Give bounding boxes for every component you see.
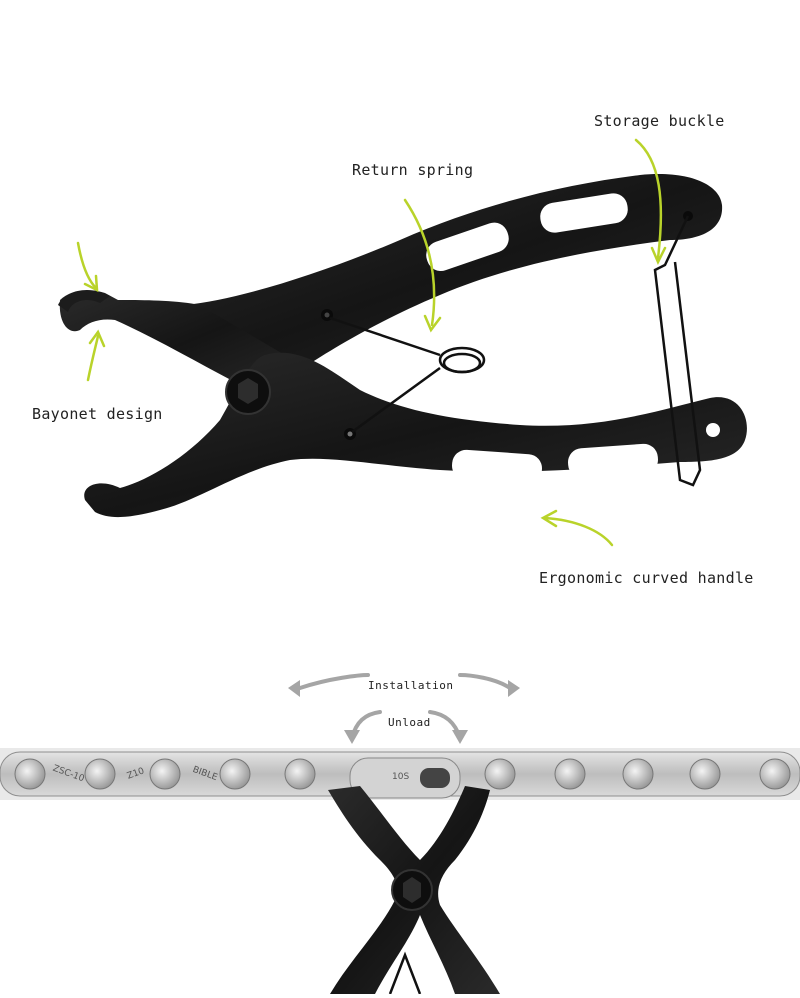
bottom-pliers — [328, 786, 500, 995]
upper-jaw — [59, 290, 310, 395]
return-spring — [329, 316, 486, 434]
upper-handle — [185, 174, 723, 370]
unload-arrow — [344, 710, 468, 744]
storage-buckle-wire — [653, 215, 702, 487]
return-spring-label: Return spring — [352, 161, 474, 179]
installation-label: Installation — [368, 679, 454, 692]
storage-buckle-label: Storage buckle — [594, 112, 725, 130]
lower-jaw — [84, 352, 747, 518]
bike-chain — [0, 748, 800, 800]
unload-label: Unload — [388, 716, 431, 729]
ergonomic-handle-label: Ergonomic curved handle — [539, 569, 754, 587]
chain-mark-10s: 10S — [392, 772, 410, 782]
top-pliers — [58, 174, 747, 518]
callout-arrows — [76, 138, 667, 547]
bayonet-design-label: Bayonet design — [32, 405, 163, 423]
installation-arrow — [288, 673, 520, 697]
